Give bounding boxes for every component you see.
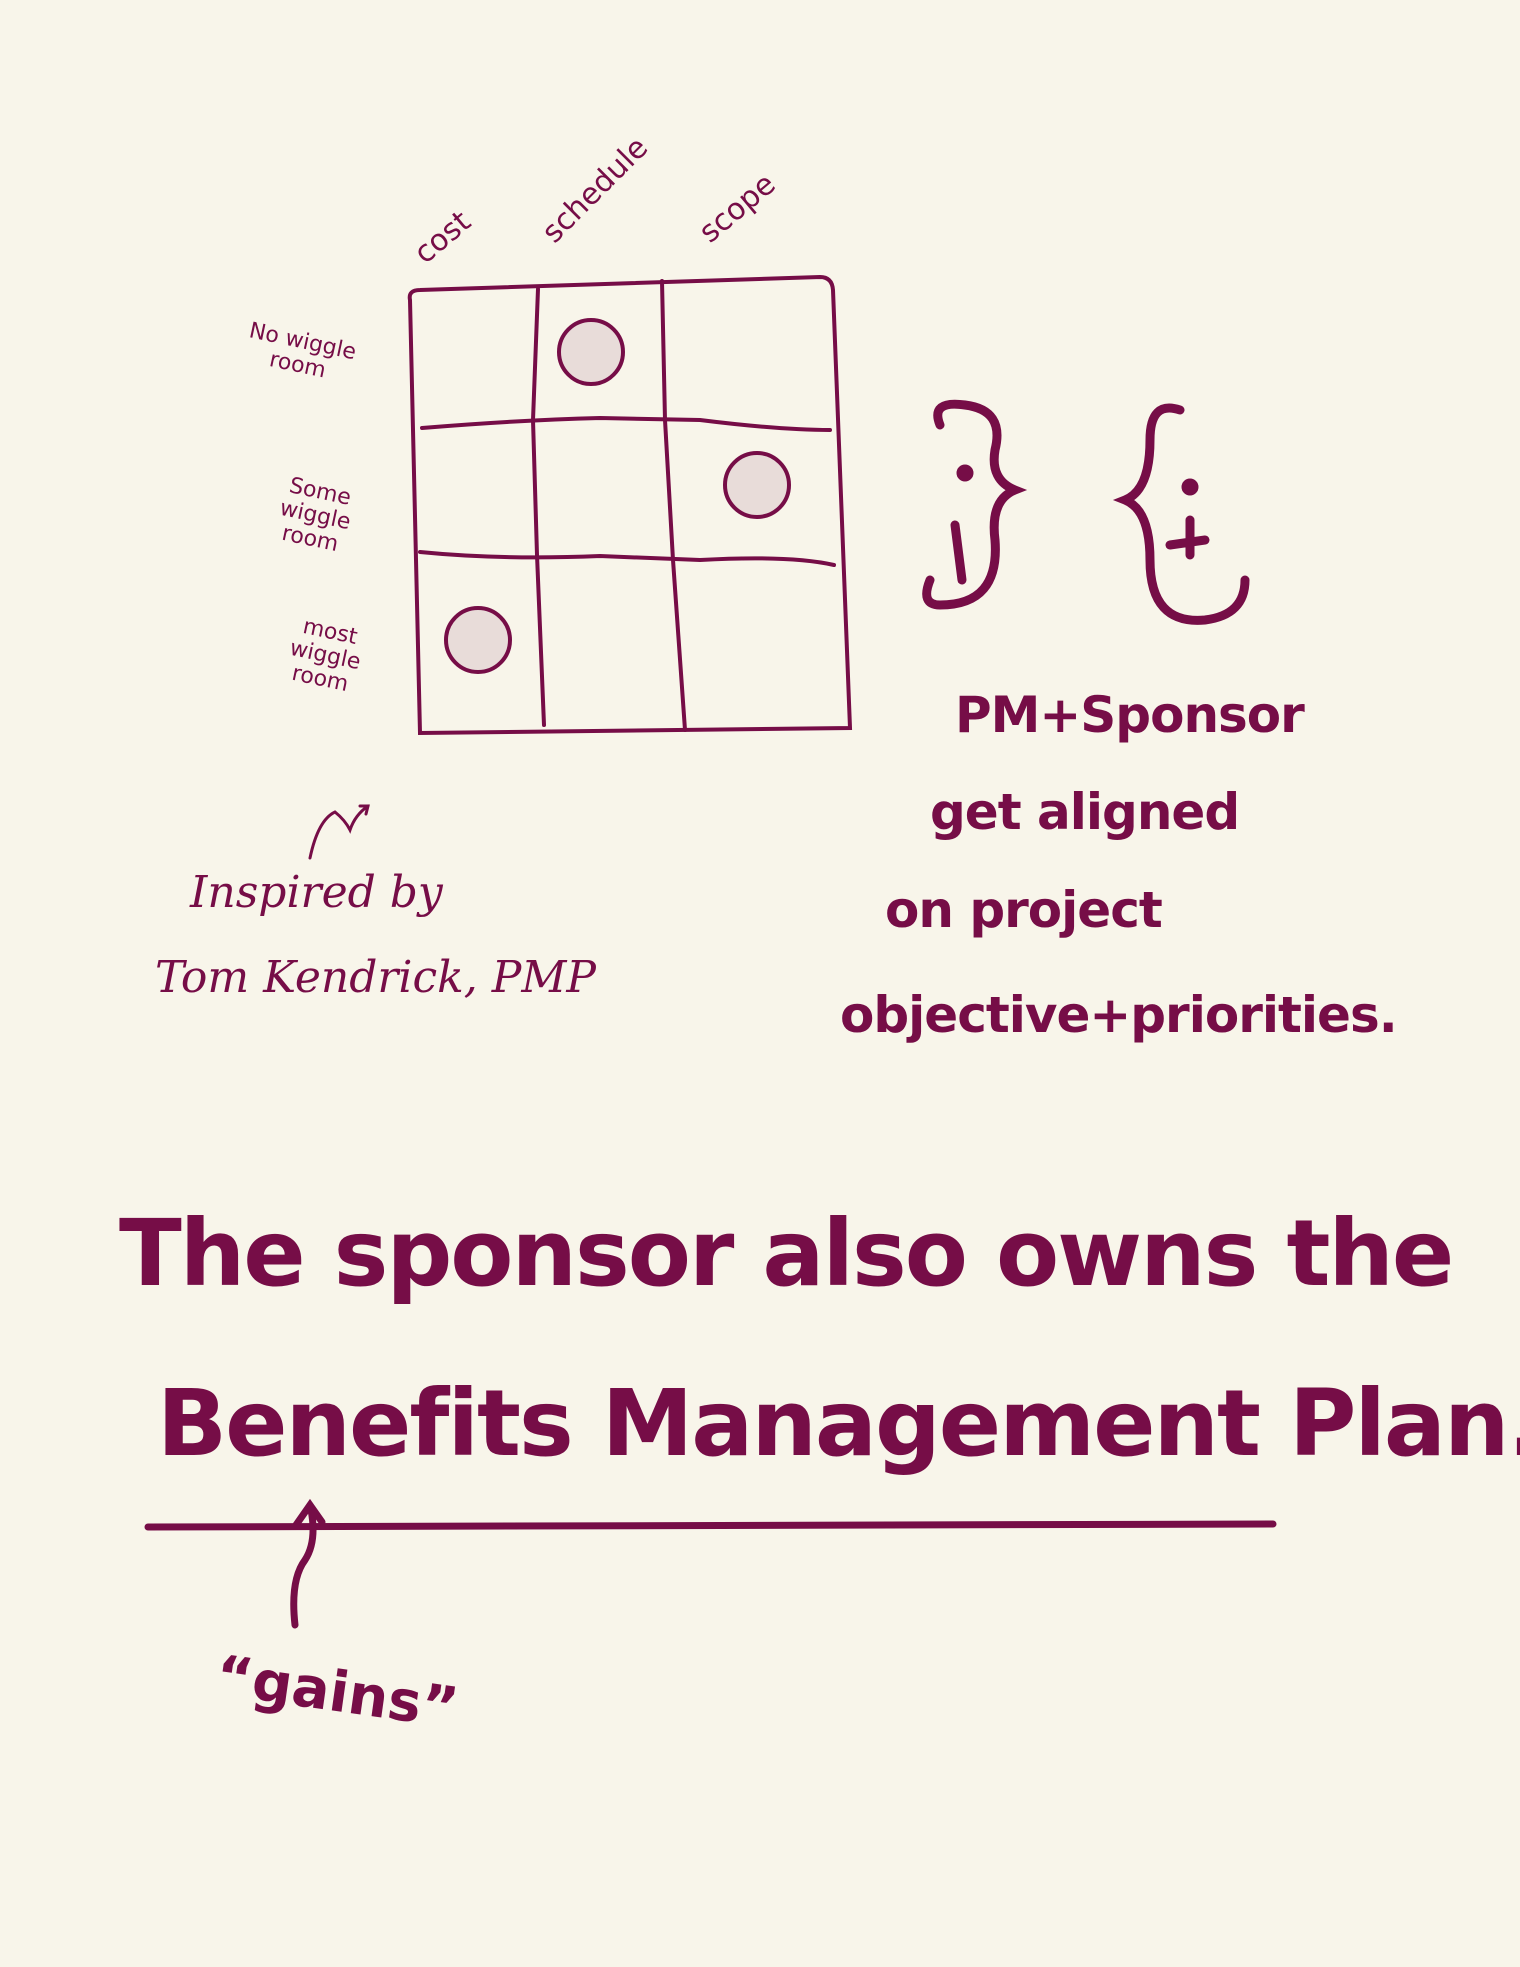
statement-line-2: Benefits Management Plan. bbox=[157, 1370, 1520, 1477]
note-line: objective+priorities. bbox=[840, 986, 1398, 1044]
underline bbox=[144, 1520, 1277, 1531]
matrix-row-divider bbox=[418, 550, 836, 567]
credit-line: Tom Kendrick, PMP bbox=[155, 952, 597, 1003]
credit-line: Inspired by bbox=[190, 867, 443, 918]
arrow-up-icon bbox=[290, 1498, 326, 1629]
matrix-marker bbox=[557, 318, 625, 386]
matrix-border bbox=[407, 274, 853, 736]
smiley-face-icon bbox=[1112, 403, 1250, 625]
note-line: on project bbox=[885, 881, 1163, 939]
matrix-marker bbox=[723, 451, 791, 519]
squiggle-arrow-icon bbox=[308, 804, 370, 860]
matrix-col-divider bbox=[660, 279, 687, 732]
matrix-col-divider bbox=[530, 287, 546, 727]
matrix-row-divider bbox=[420, 415, 832, 432]
note-line: get aligned bbox=[930, 783, 1240, 841]
statement-line-1: The sponsor also owns the bbox=[119, 1200, 1454, 1307]
matrix-marker bbox=[444, 606, 512, 674]
smiley-face-icon bbox=[922, 399, 1028, 610]
note-line: PM+Sponsor bbox=[955, 686, 1305, 744]
